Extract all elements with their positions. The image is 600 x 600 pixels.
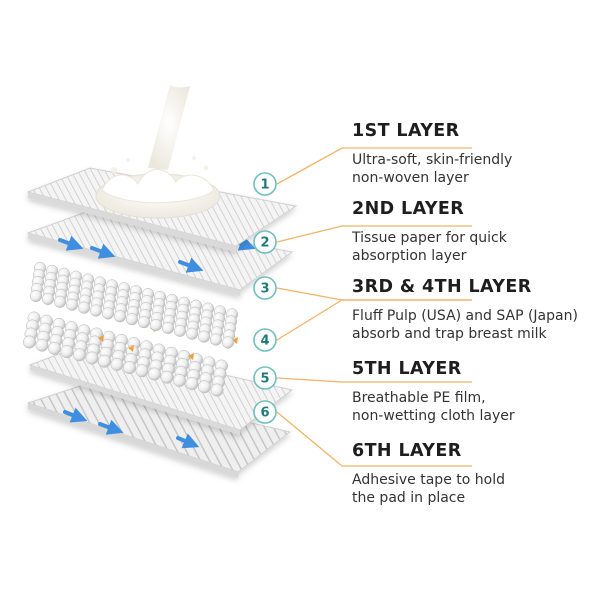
bead [35,338,49,352]
layer-description: Fluff Pulp (USA) and SAP (Japan) [352,308,578,324]
bead [123,361,136,375]
layer-label-2: 2ND LAYER Tissue paper for quick absorptio… [351,199,508,264]
bead [77,301,91,314]
callout-line [276,299,472,341]
flow-arrow-icon [232,337,238,344]
bead [98,354,111,368]
badge-number: 6 [260,406,269,421]
layer-description: Breathable PE film, [352,390,486,406]
bead [89,304,103,317]
layer-description: Ultra-soft, skin-friendly [352,152,512,168]
bead [161,321,175,334]
bead [173,324,187,337]
layer-title: 2ND LAYER [352,199,464,219]
layer-title: 6TH LAYER [352,441,462,461]
callouts: 1 2 3 4 5 6 [253,147,472,467]
bead [110,357,124,371]
layer-description: non-wetting cloth layer [352,408,515,424]
bead [197,330,211,343]
badge-4: 4 [253,328,277,352]
flow-arrow-icon [63,407,200,449]
bead [48,341,61,355]
bead [149,318,163,332]
bead [65,298,79,311]
badge-number: 2 [260,236,269,251]
layer-description: non-woven layer [352,170,469,186]
layer-description: absorb and trap breast milk [352,326,548,342]
bead [173,373,186,387]
badge-3: 3 [253,276,277,300]
bead [160,370,174,384]
bead [125,313,139,326]
layer-title: 1ST LAYER [352,121,460,141]
layer-label-3: 3RD & 4TH LAYER Fluff Pulp (USA) and SAP … [352,277,578,342]
milk-splash-icon [95,85,221,219]
layer-label-6: 6TH LAYER Adhesive tape to hold the pad in… [352,441,505,506]
layer-description: absorption layer [352,248,467,264]
bead [135,364,149,378]
flow-arrow-icon [188,353,194,360]
bead [221,336,235,349]
layer-title: 3RD & 4TH LAYER [352,277,532,297]
badge-number: 4 [260,334,269,349]
bead [185,377,199,391]
badge-number: 5 [260,372,269,387]
callout-line [276,225,472,243]
layer-description: Tissue paper for quick [351,230,508,246]
bead [113,310,127,323]
bead [198,380,211,394]
bead [209,333,223,346]
layer-labels: 1ST LAYER Ultra-soft, skin-friendly non-wo… [351,121,578,506]
badge-2: 2 [253,230,277,254]
badge-6: 6 [253,400,277,424]
layer-description: the pad in place [352,490,465,506]
bead [53,295,67,308]
bead [60,345,74,359]
bead [41,292,55,305]
badge-number: 1 [260,178,269,193]
bead [185,327,199,340]
layer-label-1: 1ST LAYER Ultra-soft, skin-friendly non-wo… [352,121,512,186]
badge-5: 5 [253,366,277,390]
bead [85,351,99,365]
bead [73,348,86,362]
badge-number: 3 [260,282,269,297]
bead [29,289,43,303]
layer-description: Adhesive tape to hold [352,472,505,488]
bead [148,367,161,381]
layer-label-5: 5TH LAYER Breathable PE film, non-wetting … [352,359,515,424]
bead [101,307,115,320]
bead [23,335,36,349]
flow-arrow-icon [98,335,104,342]
bead [137,316,151,329]
layer-title: 5TH LAYER [352,359,462,379]
layer-4-beads [23,311,238,397]
flow-arrow-icon [128,345,134,352]
badge-1: 1 [253,172,277,196]
layer-3-pulp [29,261,239,349]
callout-line [276,411,472,467]
callout-line [276,147,472,185]
callout-line [276,377,472,383]
bead [210,383,224,397]
